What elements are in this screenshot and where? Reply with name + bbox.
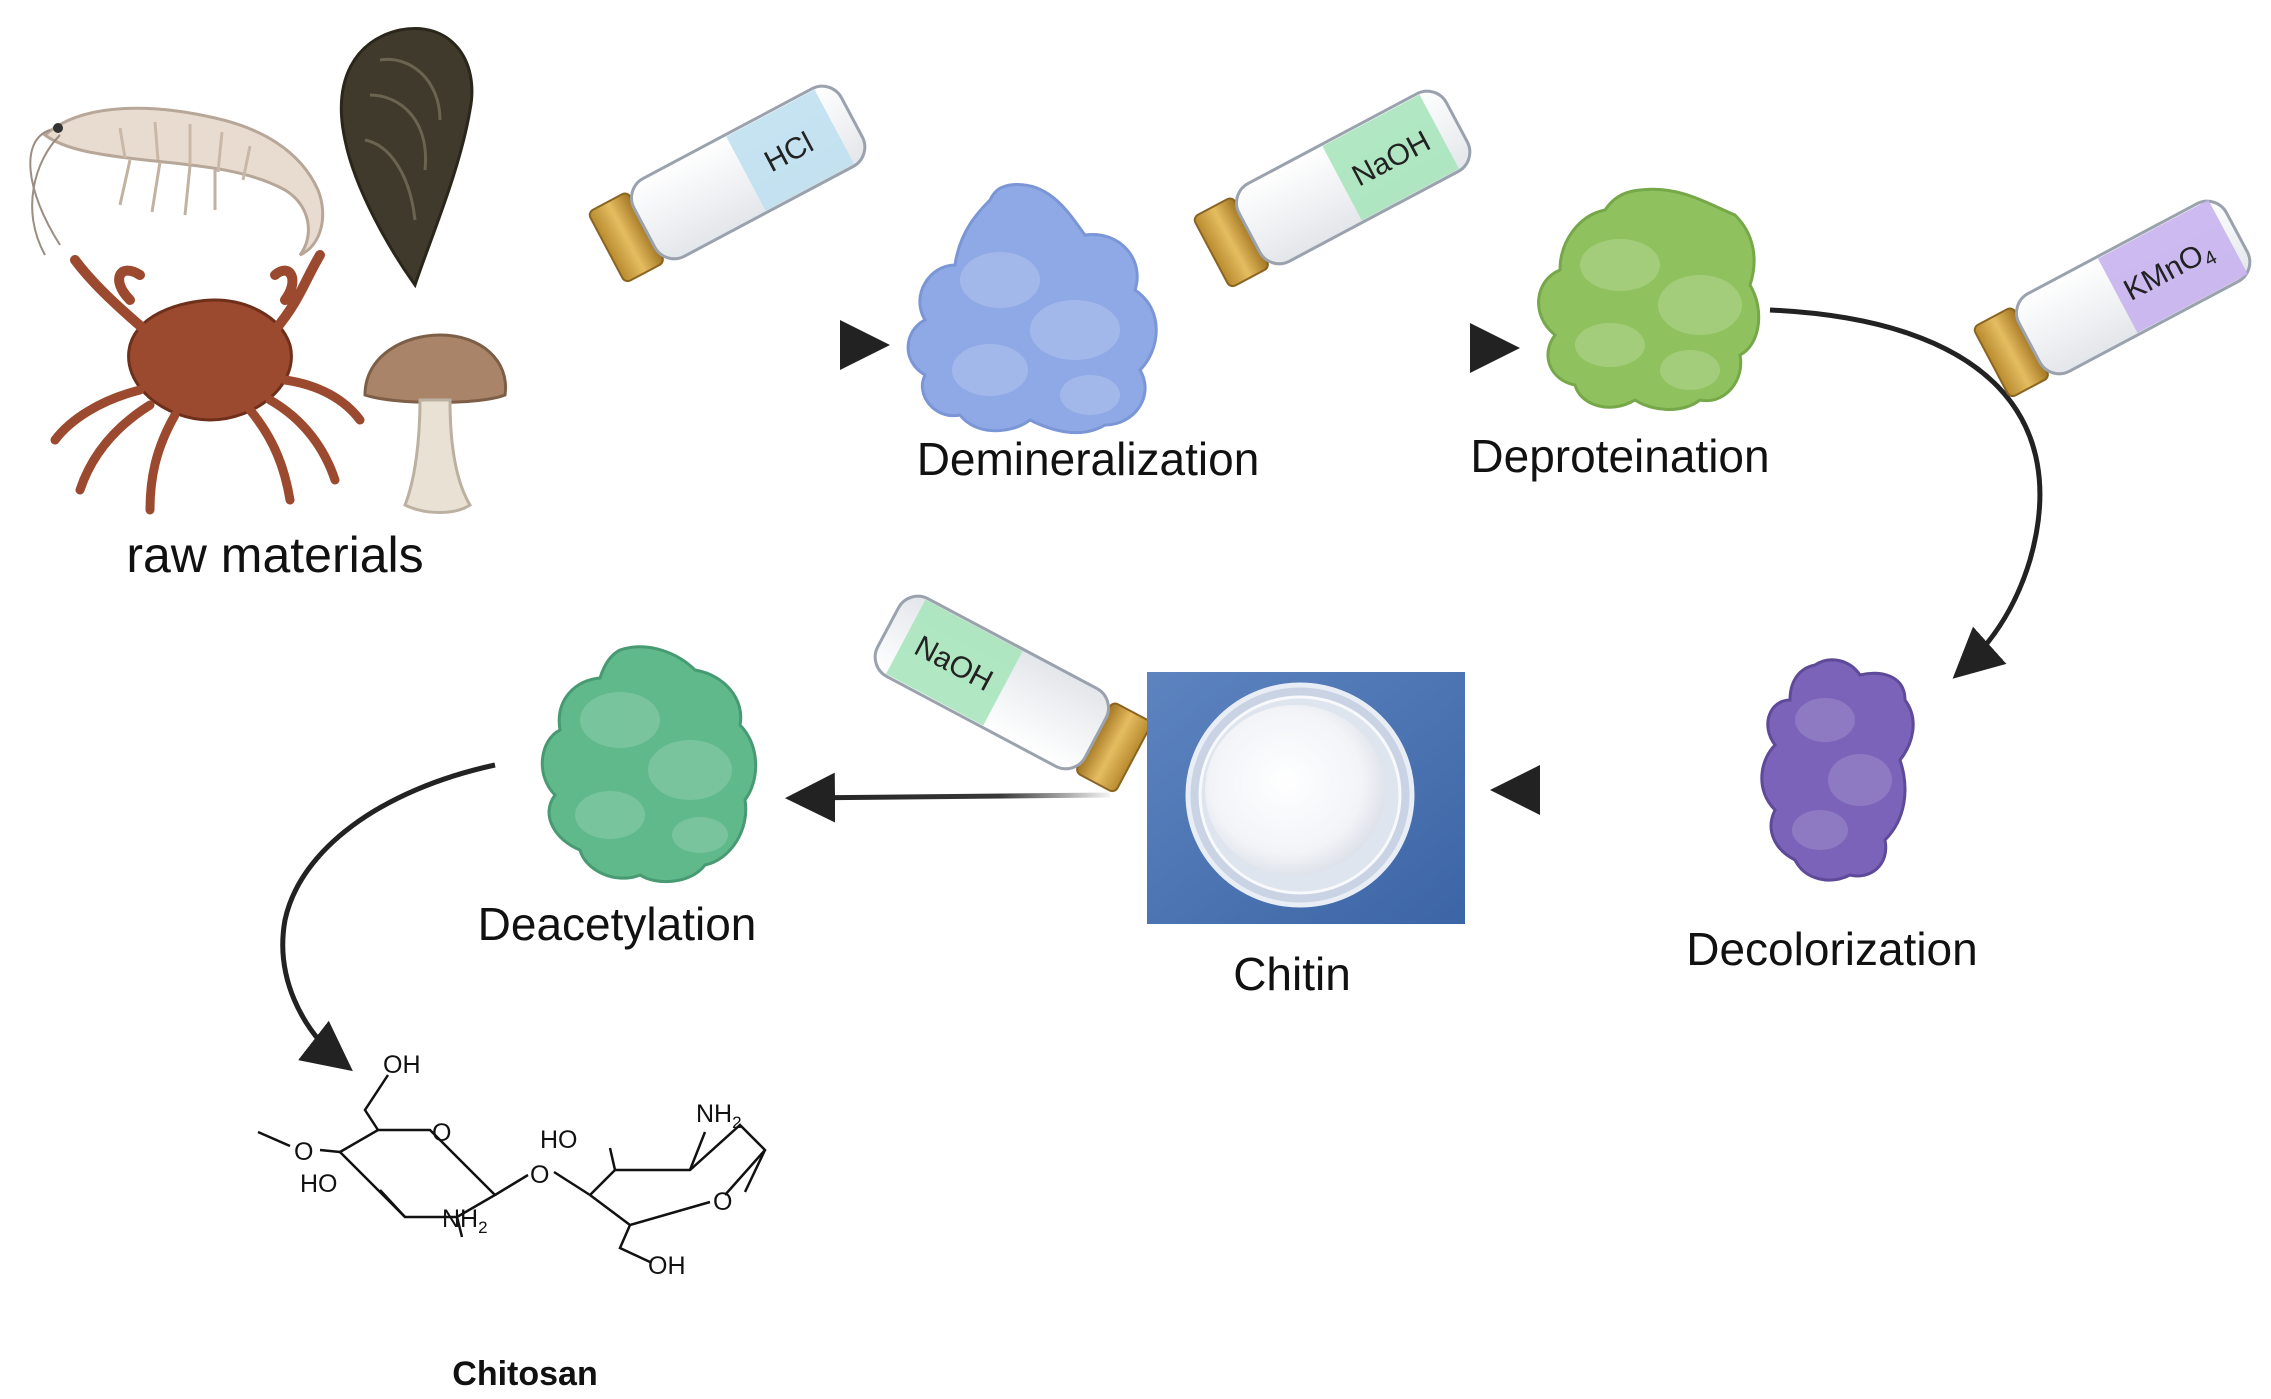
decolorization-blob: Decolorization [1686, 658, 1978, 975]
demineralization-label: Demineralization [917, 433, 1260, 485]
deacetylation-blob-shape [540, 645, 758, 884]
mushroom-icon [363, 333, 508, 514]
vial-naoh-2: NaOH [873, 594, 1152, 793]
deacetylation-label: Deacetylation [478, 898, 757, 950]
chitosan-ho-right: HO [540, 1126, 578, 1154]
chitosan-nh2-right: NH2 [696, 1100, 742, 1132]
arrow-deacetylation-to-chitosan [280, 762, 496, 1072]
vial-hcl-tag [726, 89, 854, 211]
chitosan-nh2-right-main: NH [696, 1100, 732, 1128]
shrimp-icon [29, 106, 325, 257]
chitosan-label: Chitosan [452, 1355, 597, 1393]
raw-materials-label: raw materials [126, 527, 423, 583]
arrow-chitin-to-deacetylation [785, 772, 1111, 823]
vial-hcl: HCl [588, 84, 867, 283]
deproteination-blob: Deproteination [1470, 187, 1770, 482]
chitosan-structure: OH O O HO NH2 O HO NH2 O OH Chitosan [257, 1051, 767, 1393]
chitosan-o-link-left: O [294, 1138, 313, 1166]
chitosan-ring-o-left: O [432, 1119, 451, 1147]
decolorization-blob-shape [1760, 658, 1915, 882]
vial-naoh-2-tag [886, 599, 1023, 726]
mussel-icon [340, 27, 474, 289]
chitin-label: Chitin [1233, 948, 1351, 1000]
vial-naoh-1-tag [1322, 94, 1459, 221]
flow-arrows [280, 307, 2043, 1072]
deacetylation-blob: Deacetylation [478, 645, 758, 950]
decolorization-label: Decolorization [1686, 923, 1977, 975]
chitosan-ring-o-right: O [713, 1188, 732, 1216]
chitin-photo: Chitin [1147, 672, 1465, 1000]
crab-icon [50, 250, 365, 515]
vial-kmno4-tag [2097, 199, 2248, 333]
chitosan-oh-bottom-right: OH [648, 1252, 686, 1280]
chitin-powder [1205, 705, 1385, 875]
raw-materials-group: raw materials [29, 27, 508, 583]
vial-naoh-1: NaOH [1193, 89, 1472, 288]
chitosan-nh2-left: NH2 [442, 1205, 488, 1237]
chitosan-oh-top-left: OH [383, 1051, 421, 1079]
demineralization-blob-shape [906, 183, 1158, 435]
demineralization-blob: Demineralization [906, 183, 1260, 485]
chitosan-nh2-left-main: NH [442, 1205, 478, 1233]
chitosan-nh2-right-sub: 2 [732, 1113, 741, 1132]
chitosan-ho-left: HO [300, 1170, 338, 1198]
deproteination-label: Deproteination [1470, 430, 1769, 482]
arrow-deproteination-to-decolorization [1769, 307, 2043, 679]
chitosan-nh2-left-sub: 2 [478, 1218, 487, 1237]
vial-kmno4: KMnO4 [1973, 199, 2252, 398]
deproteination-blob-shape [1537, 187, 1761, 411]
chitosan-o-glycosidic: O [530, 1161, 549, 1189]
